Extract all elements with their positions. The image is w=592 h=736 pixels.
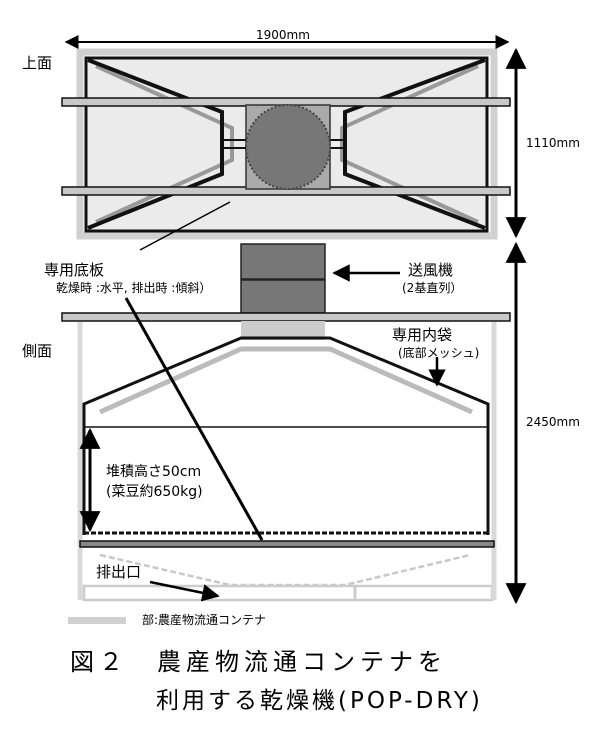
- floor-board-leader-side: [124, 297, 264, 541]
- side-floor-board: [79, 540, 495, 548]
- width-label: 1900mm: [256, 28, 310, 42]
- outlet-arrow: [149, 580, 220, 602]
- legend-swatch: [68, 617, 126, 624]
- side-view-label: 側面: [22, 342, 53, 360]
- blower-label: 送風機: [408, 261, 454, 279]
- caption-line-1: 図２ 農産物流通コンテナを: [70, 648, 447, 676]
- top-blower-fan: [245, 104, 331, 190]
- depth-label: 1110mm: [526, 136, 580, 150]
- side-duct: [241, 321, 325, 340]
- floor-board-note: 乾燥時 :水平, 排出時 :傾斜）: [56, 281, 212, 295]
- height-label: 2450mm: [526, 415, 580, 429]
- legend-text: 部:農産物流通コンテナ: [142, 613, 267, 627]
- caption-line-2: 利用する乾燥機(POP-DRY): [156, 688, 483, 714]
- inner-bag-label: 専用内袋: [392, 326, 453, 344]
- side-blower-lower: [240, 279, 326, 314]
- top-view-label: 上面: [22, 54, 53, 72]
- pile-weight-label: (菜豆約650kg): [106, 484, 203, 500]
- pile-height-label: 堆積高さ50cm: [106, 464, 202, 480]
- floor-board-leader-top: [139, 201, 231, 251]
- side-blower-upper: [240, 243, 326, 280]
- side-top-plate: [61, 312, 511, 322]
- blower-note: (2基直列）: [402, 281, 463, 295]
- top-container-outline: [76, 48, 498, 240]
- top-bag-left: [87, 58, 224, 230]
- side-pallet: [82, 584, 494, 602]
- side-view: [61, 243, 511, 602]
- outlet-label: 排出口: [96, 563, 142, 581]
- floor-board-label: 専用底板: [44, 261, 105, 279]
- side-outlet-chute: [99, 553, 471, 587]
- side-bag-hood: [82, 336, 490, 535]
- inner-bag-note: (底部メッシュ): [398, 346, 480, 360]
- side-gray-hood: [98, 346, 474, 415]
- top-bag-right: [343, 58, 486, 230]
- top-view: [61, 48, 511, 240]
